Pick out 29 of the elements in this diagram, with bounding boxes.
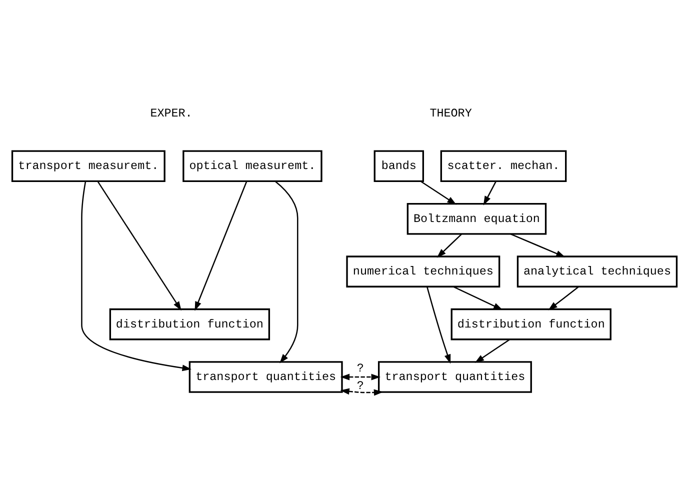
arrow xyxy=(97,181,182,311)
arrow xyxy=(81,181,192,372)
arrow xyxy=(483,181,496,206)
arrow xyxy=(194,181,248,311)
edge-label: ? xyxy=(356,378,364,393)
arrow xyxy=(420,180,456,205)
node-box: transport quantities xyxy=(188,361,343,393)
arrow xyxy=(274,180,298,364)
arrow xyxy=(340,388,384,396)
node-box: transport measuremt. xyxy=(11,150,166,182)
node-box: distribution function xyxy=(450,308,612,340)
arrow xyxy=(426,286,451,364)
arrow xyxy=(340,374,380,380)
node-box: transport quantities xyxy=(378,361,532,393)
label: THEORY xyxy=(430,106,472,121)
node-box: Boltzmann equation xyxy=(406,202,547,235)
node-box: distribution function xyxy=(109,308,270,340)
arrow xyxy=(510,233,566,258)
edge-label: ? xyxy=(356,361,364,376)
arrow xyxy=(436,234,462,258)
node-box: optical measuremt. xyxy=(182,150,322,182)
node-box: scatter. mechan. xyxy=(440,150,567,182)
arrow xyxy=(474,339,510,363)
node-box: numerical techniques xyxy=(346,256,500,288)
node-box: analytical techniques xyxy=(516,256,678,288)
arrow xyxy=(548,286,579,310)
label: EXPER. xyxy=(150,106,192,121)
node-box: bands xyxy=(374,150,424,182)
arrow xyxy=(453,286,503,310)
